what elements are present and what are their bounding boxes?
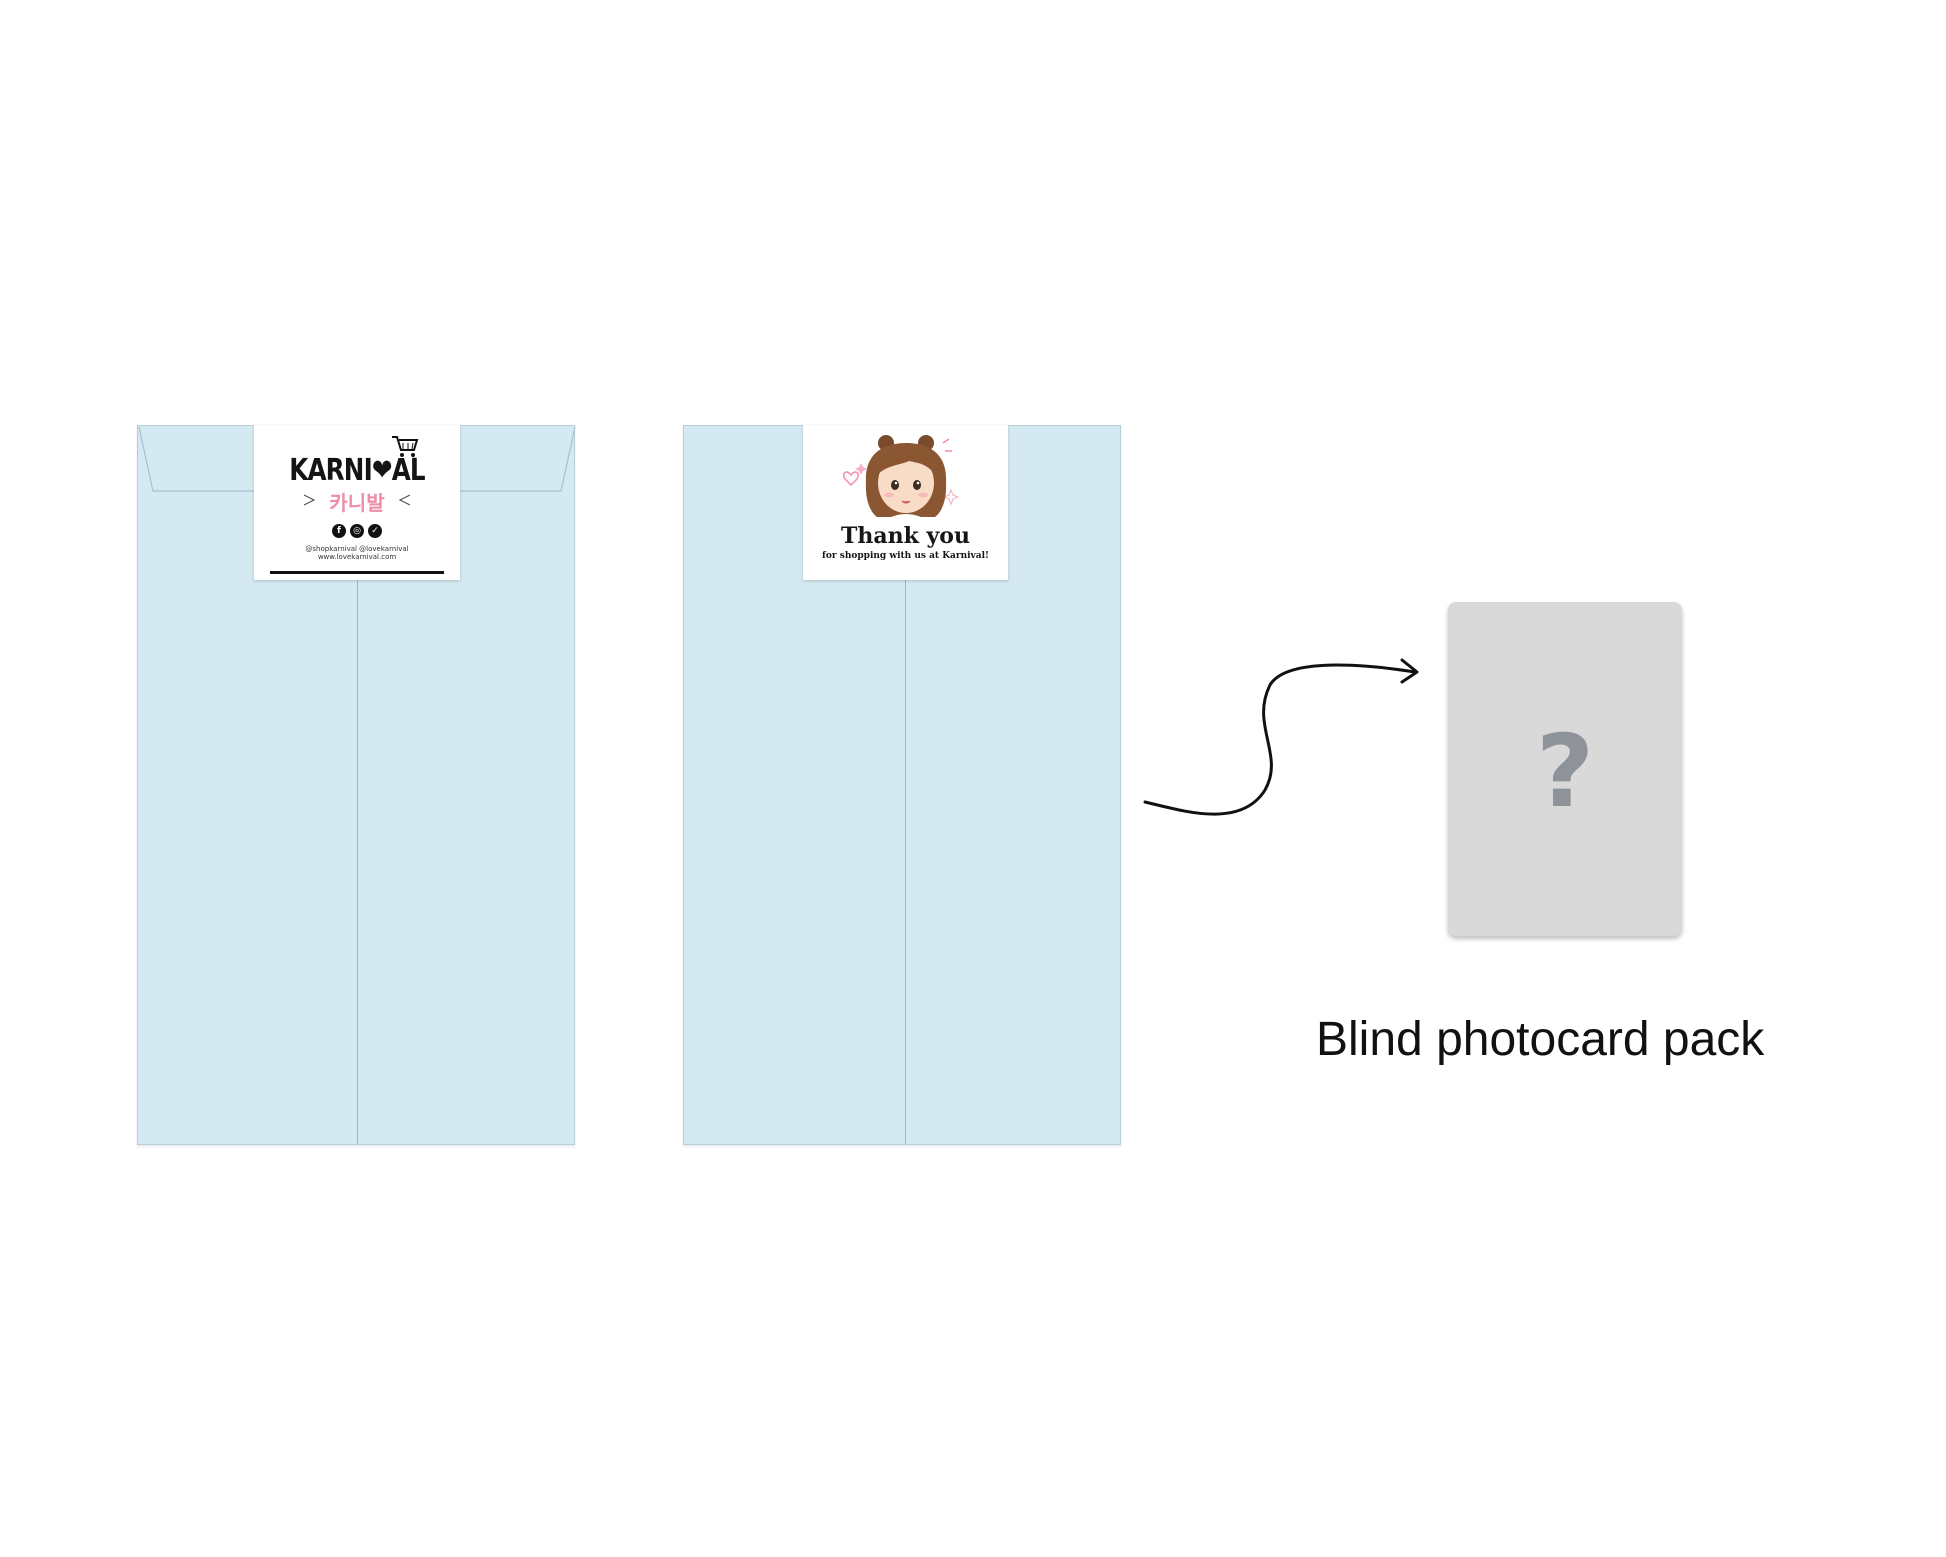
question-mark-icon: ?	[1535, 713, 1594, 830]
karnival-logo-sticker: KARNI❤AL 카니발 f ◎ ✓ @shopkarnival @loveka…	[254, 425, 460, 580]
facebook-icon: f	[332, 524, 346, 538]
website-line: www.lovekarnival.com	[317, 553, 397, 561]
sparkle-lines-decoration	[303, 494, 411, 506]
instagram-icon: ◎	[350, 524, 364, 538]
brand-wordmark: KARNI❤AL	[289, 453, 425, 488]
social-handles: @shopkarnival @lovekarnival www.lovekarn…	[254, 545, 460, 561]
handles-line: @shopkarnival @lovekarnival	[305, 545, 409, 553]
social-icons-row: f ◎ ✓	[254, 524, 460, 538]
twitter-icon: ✓	[368, 524, 382, 538]
envelope-front: Thank you for shopping with us at Karniv…	[683, 425, 1121, 1145]
curved-arrow-icon	[1143, 658, 1419, 816]
thank-you-title: Thank you	[841, 523, 970, 549]
envelope-seam	[357, 426, 358, 1144]
envelope-back: KARNI❤AL 카니발 f ◎ ✓ @shopkarnival @loveka…	[137, 425, 576, 1145]
thank-you-subtitle: for shopping with us at Karnival!	[822, 551, 989, 561]
shopping-cart-icon	[392, 436, 419, 457]
brand-korean-name: 카니발	[329, 491, 385, 515]
thank-you-sticker: Thank you for shopping with us at Karniv…	[803, 425, 1008, 580]
blind-photocard: ?	[1448, 602, 1682, 936]
envelope-seam	[905, 426, 906, 1144]
photocard-caption: Blind photocard pack	[1316, 1013, 1765, 1066]
girl-avatar-illustration	[842, 435, 960, 523]
sticker-divider	[270, 571, 444, 574]
